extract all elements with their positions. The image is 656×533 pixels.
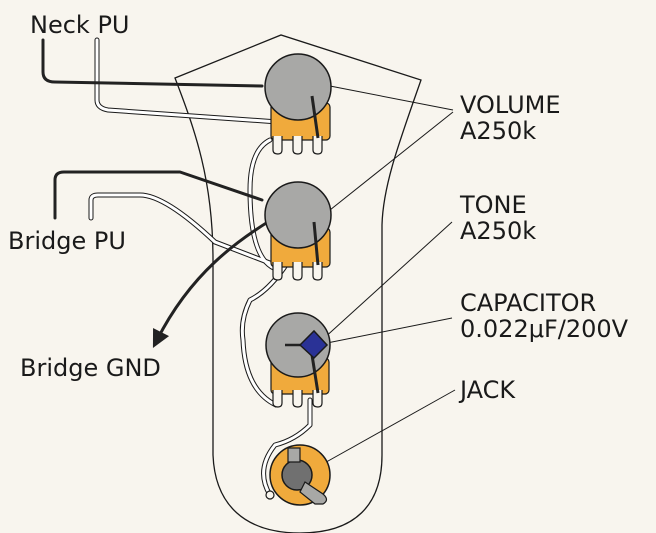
tone-pot-knob xyxy=(264,181,332,249)
jack-solder-point xyxy=(265,490,275,500)
volume-pot-lug-left xyxy=(272,136,283,155)
capacitor xyxy=(298,329,329,360)
bridge-pu-black-wire xyxy=(53,170,264,220)
bridge-gnd-label: Bridge GND xyxy=(20,354,161,382)
volume-label-name: VOLUME xyxy=(460,91,561,119)
bridge-pu-label: Bridge PU xyxy=(8,227,126,255)
jack-leader-line xyxy=(311,389,456,471)
tone-pot xyxy=(264,181,332,281)
volume-leader-line xyxy=(329,85,454,111)
capacitor-value-leader-line xyxy=(321,317,453,345)
tone-pot-lug-mid xyxy=(292,262,303,281)
capacitor-label: CAPACITOR 0.022μF/200V xyxy=(460,290,628,342)
capacitor-leader-line xyxy=(321,221,453,341)
jack-sleeve-lug xyxy=(299,481,328,505)
volume-label: VOLUME A250k xyxy=(460,92,561,144)
volume-pot-ground-jumper xyxy=(310,95,320,139)
tone-label-value: A250k xyxy=(460,217,537,245)
output-jack xyxy=(265,444,331,506)
capacitor-label-name: CAPACITOR xyxy=(460,289,597,317)
neck-pu-black-wire xyxy=(41,38,264,88)
capacitor-pot xyxy=(265,312,331,408)
jack-label: JACK xyxy=(460,376,516,404)
volume-pot-lug-right xyxy=(312,136,323,155)
capacitor-pot-lug-right xyxy=(312,390,323,408)
volume-pot-knob xyxy=(264,53,332,121)
volume-pot-lug-mid xyxy=(292,136,303,155)
tone-pot-ground-jumper xyxy=(312,221,320,266)
capacitor-label-value: 0.022μF/200V xyxy=(460,315,629,343)
volume-pot xyxy=(264,53,332,155)
neck-pu-label: Neck PU xyxy=(30,11,130,39)
capacitor-pot-lug-mid xyxy=(292,390,303,408)
tone-label-name: TONE xyxy=(460,191,527,219)
capacitor-pot-lug-left xyxy=(272,390,283,408)
volume-label-value: A250k xyxy=(460,117,537,145)
tone-label: TONE A250k xyxy=(460,192,536,244)
jack-tip-lug xyxy=(287,447,301,463)
tone-leader-line xyxy=(329,111,454,211)
control-plate-outline xyxy=(174,34,422,533)
leader-lines xyxy=(311,85,456,471)
capacitor-pot-ground-jumper xyxy=(310,354,320,394)
tone-pot-lug-left xyxy=(272,262,283,281)
tone-pot-lug-right xyxy=(312,262,323,281)
